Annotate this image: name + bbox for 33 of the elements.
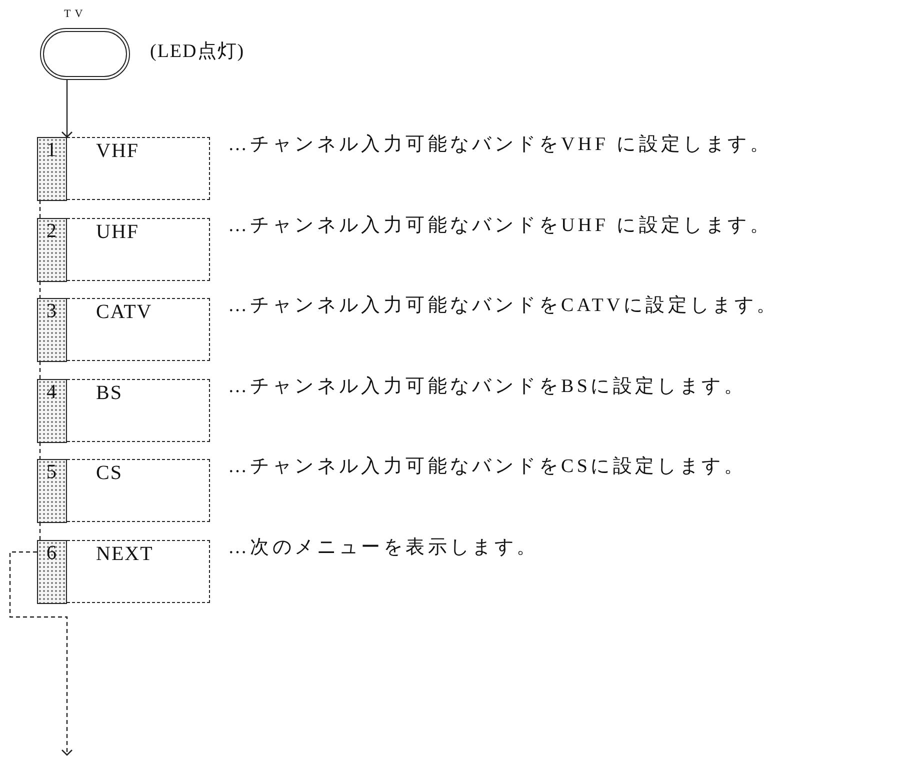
menu-label: VHF — [96, 140, 140, 162]
dashed-connector — [39, 200, 41, 218]
arrow — [61, 80, 73, 138]
menu-label: CS — [96, 462, 122, 484]
description-text: …チャンネル入力可能なバンドをCATVに設定します。 — [228, 294, 779, 318]
menu-number: 5 — [36, 458, 66, 522]
menu-box — [37, 459, 210, 522]
description-text: …チャンネル入力可能なバンドをBSに設定します。 — [228, 375, 746, 399]
description-text: …チャンネル入力可能なバンドをUHF に設定します。 — [228, 214, 772, 238]
dashed-connector — [39, 281, 41, 298]
menu-number: 3 — [36, 298, 66, 362]
menu-box — [37, 218, 210, 281]
dashed-connector — [39, 442, 41, 459]
description-text: …チャンネル入力可能なバンドをCSに設定します。 — [228, 455, 746, 479]
menu-label: UHF — [96, 221, 140, 243]
description-text: …次のメニューを表示します。 — [228, 536, 539, 560]
menu-box — [37, 298, 210, 361]
menu-number: 6 — [36, 540, 66, 604]
dashed-connector — [9, 551, 73, 756]
dashed-connector — [39, 361, 41, 379]
menu-number: 1 — [36, 136, 66, 200]
menu-box — [37, 137, 210, 200]
description-text: …チャンネル入力可能なバンドをVHF に設定します。 — [228, 133, 772, 157]
menu-label: BS — [96, 382, 122, 404]
menu-number: 2 — [36, 218, 66, 282]
menu-label: NEXT — [96, 543, 154, 565]
status-note: (LED点灯) — [150, 40, 245, 64]
menu-box — [37, 540, 210, 603]
menu-number: 4 — [36, 378, 66, 442]
menu-label: CATV — [96, 301, 152, 323]
menu-box — [37, 379, 210, 442]
terminal-heading: TV — [64, 8, 87, 20]
dashed-connector — [39, 522, 41, 540]
